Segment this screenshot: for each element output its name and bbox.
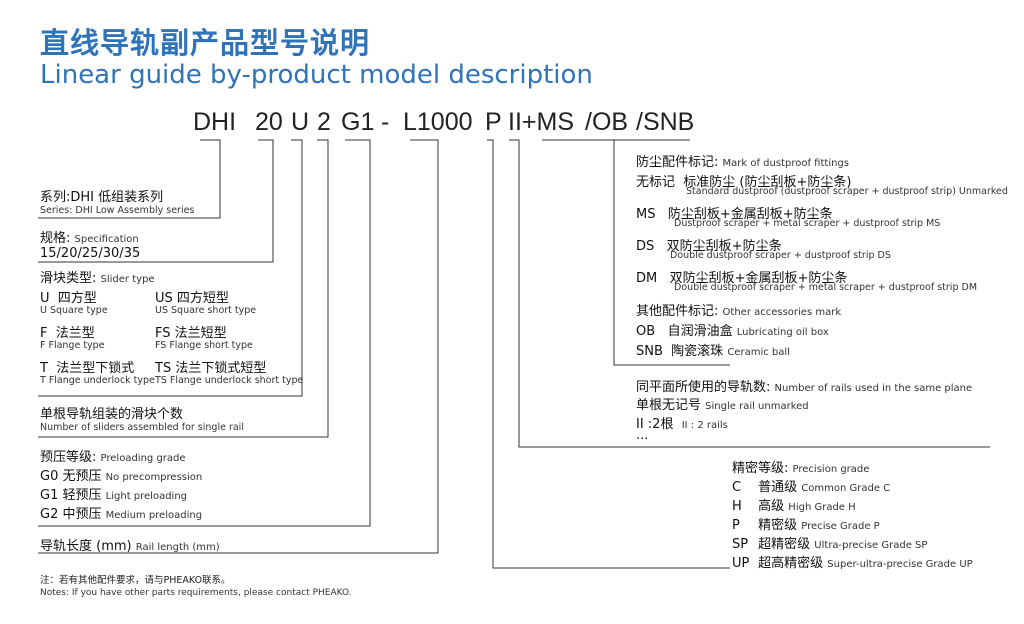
slider-item-ts-en: TS Flange underlock short type <box>155 375 304 386</box>
rails-single: 单根无记号 Single rail unmarked <box>636 398 809 413</box>
dustproof-item-ds: DS 双防尘刮板+防尘条 <box>636 239 782 254</box>
slider-item-ts: TS 法兰下锁式短型 <box>155 361 267 376</box>
dustproof-item-unmarked-en: Standard dustproof (dustproof scraper + … <box>686 186 1008 197</box>
line-dust <box>613 140 730 366</box>
precision-item-sp: SP 超精密级 Ultra-precise Grade SP <box>732 537 928 552</box>
code-preload: G1 <box>341 108 375 136</box>
rails-two: II :2根 II : 2 rails <box>636 417 728 432</box>
code-other-snb: /SNB <box>636 108 695 136</box>
slider-item-t: T 法兰型下锁式 <box>40 361 135 376</box>
code-other-ob: /OB <box>585 108 629 136</box>
dustproof-item-dm: DM 双防尘刮板+金属刮板+防尘条 <box>636 271 848 286</box>
code-dash: - <box>381 108 390 136</box>
code-length: L1000 <box>403 108 473 136</box>
series-label-en: Series: DHI Low Assembly series <box>40 205 195 216</box>
precision-item-h: H 高级 High Grade H <box>732 499 856 514</box>
slider-label: 滑块类型: Slider type <box>40 271 155 286</box>
line-count <box>38 139 329 438</box>
other-item-ob: OB 自润滑油盒 Lubricating oil box <box>636 324 829 339</box>
code-series: DHI <box>193 108 237 136</box>
sliders-count-label: 单根导轨组装的滑块个数 <box>40 407 184 422</box>
spec-label: 规格: Specification <box>40 231 139 246</box>
slider-item-u: U 四方型 <box>40 291 97 306</box>
line-spec <box>38 139 274 263</box>
rail-length-label: 导轨长度 (mm) Rail length (mm) <box>40 539 220 554</box>
slider-item-t-en: T Flange underlock type <box>40 375 155 386</box>
preload-item-g0: G0 无预压 No precompression <box>40 469 203 484</box>
rails-label: 同平面所使用的导轨数: Number of rails used in the … <box>636 380 973 395</box>
slider-item-us: US 四方短型 <box>155 291 229 306</box>
preload-item-g1: G1 轻预压 Light preloading <box>40 488 188 503</box>
series-label: 系列:DHI 低组装系列 <box>40 190 164 205</box>
precision-item-p: P 精密级 Precise Grade P <box>732 518 880 533</box>
line-rails <box>509 139 990 448</box>
page-title-en: Linear guide by-product model descriptio… <box>40 60 593 90</box>
precision-item-up: UP 超高精密级 Super-ultra-precise Grade UP <box>732 556 973 571</box>
dustproof-item-ds-en: Double dustproof scraper + dustproof str… <box>670 250 891 261</box>
preload-label: 预压等级: Preloading grade <box>40 450 186 465</box>
dustproof-label: 防尘配件标记: Mark of dustproof fittings <box>636 155 849 170</box>
slider-item-f-en: F Flange type <box>40 340 105 351</box>
line-preload <box>38 139 371 527</box>
slider-item-u-en: U Square type <box>40 305 108 316</box>
preload-item-g2: G2 中预压 Medium preloading <box>40 507 203 522</box>
slider-item-f: F 法兰型 <box>40 326 95 341</box>
precision-item-c: C 普通级 Common Grade C <box>732 480 891 495</box>
dustproof-item-ms: MS 防尘刮板+金属刮板+防尘条 <box>636 207 833 222</box>
spec-value: 15/20/25/30/35 <box>40 246 141 261</box>
code-spec: 20 <box>255 108 283 136</box>
line-slider <box>38 139 303 397</box>
code-slider: U <box>291 108 310 136</box>
line-precision <box>487 139 730 569</box>
line-length <box>38 139 439 554</box>
dustproof-item-unmarked: 无标记 标准防尘 (防尘刮板+防尘条) <box>636 175 852 190</box>
dustproof-item-ms-en: Dustproof scraper + metal scraper + dust… <box>674 218 941 229</box>
rails-more: ... <box>636 428 649 443</box>
code-precision: P <box>485 108 502 136</box>
sliders-count-label-en: Number of sliders assembled for single r… <box>40 422 244 433</box>
other-item-snb: SNB 陶瓷滚珠 Ceramic ball <box>636 344 790 359</box>
code-rails-dust: II+MS <box>508 108 574 136</box>
other-label: 其他配件标记: Other accessories mark <box>636 304 842 319</box>
dustproof-item-dm-en: Double dustproof scraper + metal scraper… <box>674 282 978 293</box>
code-count: 2 <box>317 108 331 136</box>
slider-item-fs-en: FS Flange short type <box>155 340 253 351</box>
line-series <box>38 139 221 219</box>
precision-label: 精密等级: Precision grade <box>732 461 870 476</box>
note-en: Notes: If you have other parts requireme… <box>40 588 352 598</box>
page-title-cn: 直线导轨副产品型号说明 <box>40 26 371 60</box>
slider-item-us-en: US Square short type <box>155 305 257 316</box>
slider-item-fs: FS 法兰短型 <box>155 326 227 341</box>
note-cn: 注：若有其他配件要求，请与PHEAKO联系。 <box>40 575 231 586</box>
